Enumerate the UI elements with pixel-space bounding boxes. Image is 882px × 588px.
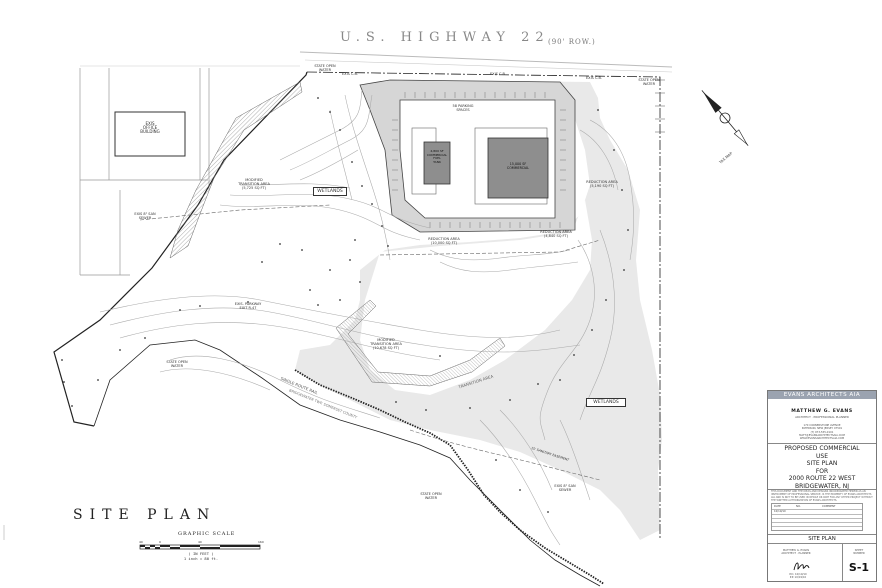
open-water-shading [295,80,662,540]
title-block-divider [768,489,876,490]
architect-name: MATTHEW G. EVANS [791,409,853,414]
revision-row-date: 10/19/10 [774,510,786,513]
table-row [772,514,862,515]
title-block: EVANS ARCHITECTS AIA MATTHEW G. EVANS AR… [767,390,877,582]
copyright-notes: THIS DOCUMENT AND THE IDEAS AND DESIGNS … [771,490,873,502]
site-plan-title: SITE PLAN [73,507,217,523]
graphic-scale-bar: 40 0 40 160 [139,540,264,550]
easement-lines [139,204,601,481]
reduction-area-2: REDUCTION AREA (4,840 SQ FT) [540,230,572,239]
reduction-area-1: REDUCTION AREA (10,000 SQ FT) [428,237,460,246]
state-open-water-2: STATE OPEN WATER [638,78,660,87]
transition-modified-2: MODIFIED TRANSITION AREA (10,678 SQ FT) [370,338,402,351]
existing-building-label: EXIS OFFICE BUILDING [140,121,160,135]
inlet-label-2: EXIS C.B. [489,72,507,76]
building-small [423,141,451,185]
building-small-label: 4,800 SF COMMERCIAL FUEL TANK [426,149,448,164]
project-title: PROPOSED COMMERCIAL USE SITE PLAN FOR 20… [784,445,860,490]
architect-title: ARCHITECT · PROFESSIONAL PLANNER [795,415,849,419]
state-open-water-1: STATE OPEN WATER [314,64,336,73]
graphic-scale-note: ( IN FEET ) 1 inch = 80 ft. [183,551,219,561]
firm-address: 170 CORNERSTONE AVENUE PATERSON, NEW JER… [799,424,845,441]
neighbor-parcel [79,68,210,276]
title-block-divider [768,543,876,544]
existing-office-building [114,111,186,157]
highway-name: U.S. HIGHWAY 22 [340,30,550,45]
sheet-title: SITE PLAN [808,536,836,542]
drawn-by: MATTHEW G. EVANS ARCHITECT · PLANNER [781,549,811,556]
revision-header-comment: COMMENT [822,505,836,508]
inlet-label-1: EXIS C.B. [341,72,359,76]
revision-header-date: DATE [774,505,781,508]
sheet-number-label: SHEET NUMBER [853,549,865,556]
table-row [772,522,862,523]
wetlands-label-1: WETLANDS [313,187,347,196]
firm-name: EVANS ARCHITECTS AIA [768,391,876,399]
parking-label: 58 PARKING SPACES [452,104,474,113]
table-row [772,509,862,510]
signature-icon [793,562,810,571]
graphic-scale-title: GRAPHIC SCALE [178,531,236,537]
exis-parkway-label: EXIS. PARKWAY EXIT R-47 [234,302,262,311]
table-row [772,526,862,527]
title-block-divider [768,534,876,535]
exis-sanitary-label: EXIS 8" SAN SEWER [134,212,156,221]
railroad-track [294,369,605,585]
spot-elevations [61,97,629,513]
table-row [772,518,862,519]
contour-lines [99,89,634,546]
state-open-water-4: STATE OPEN WATER [420,492,442,501]
north-arrow-icon [701,90,749,146]
exis-sanitary-label-2: EXIS 8" SAN SEWER [554,484,576,493]
svg-text:40: 40 [139,540,143,544]
building-large-label: 15,000 SF COMMERCIAL [506,162,530,171]
transition-modified-1: MODIFIED TRANSITION AREA (5,725 SQ FT) [238,178,270,191]
svg-text:0: 0 [159,540,161,544]
highway-right-of-way: (90' ROW.) [548,38,596,46]
inlet-label-3: EXIS C.B. [585,76,603,80]
reduction-area-3: REDUCTION AREA (5,190 SQ FT) [586,180,618,189]
building-large [487,137,549,199]
wetlands-label-2: WETLANDS [586,398,626,407]
right-edge-ticks [655,79,665,133]
revision-table: DATE NO. COMMENT 10/19/10 [771,503,863,531]
revision-header-no: NO. [796,505,801,508]
sheet-number: S-1 [848,561,870,574]
title-block-vertical-divider [842,543,843,581]
issue-dates: P.D. 10/19/10 P.P. 10/19/10 [789,573,807,579]
svg-text:160: 160 [258,540,264,544]
svg-text:40: 40 [198,540,202,544]
state-open-water-3: STATE OPEN WATER [166,360,188,369]
highway-lines [80,51,673,73]
title-block-divider [768,443,876,444]
